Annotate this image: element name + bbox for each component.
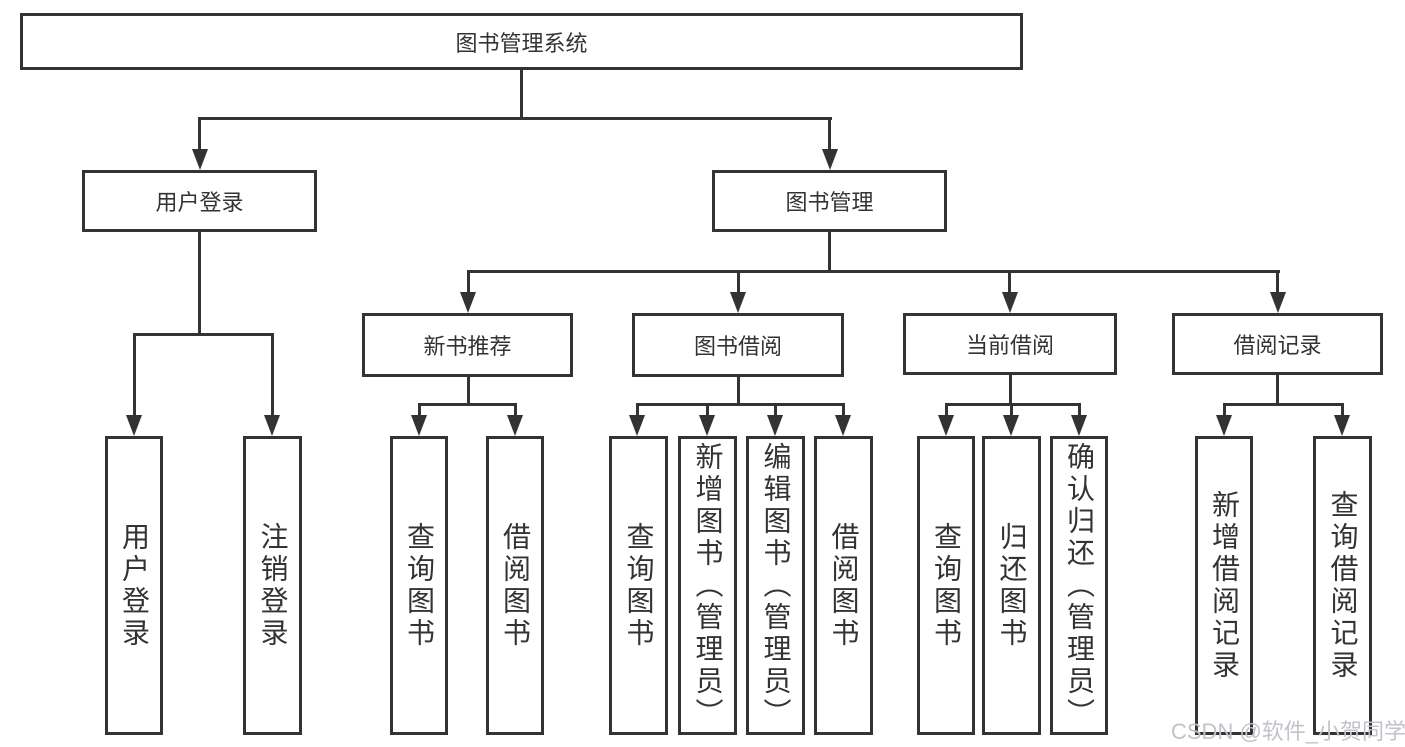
connector-line (133, 333, 274, 336)
node-label: 查询借阅记录 (1327, 489, 1359, 682)
node-label: 新书推荐 (423, 334, 512, 359)
node-leaf-borrow-books-1: 借阅图书 (486, 436, 544, 735)
node-leaf-user-login: 用户登录 (105, 436, 163, 735)
connector-line (418, 403, 517, 406)
node-label: 图书借阅 (693, 334, 782, 359)
node-leaf-add-books: 新增图书（管理员） (678, 436, 737, 735)
node-label: 借阅图书 (828, 521, 860, 650)
arrowhead-down-icon (699, 415, 715, 436)
node-label: 图书管理 (785, 190, 874, 215)
node-label: 查询图书 (623, 521, 655, 650)
connector-line (520, 70, 523, 117)
node-leaf-logout: 注销登录 (243, 436, 302, 735)
node-label: 确认归还（管理员） (1064, 441, 1095, 730)
node-leaf-query-books-1: 查询图书 (390, 436, 448, 735)
node-borrowing-records: 借阅记录 (1172, 313, 1383, 375)
connector-line (1276, 375, 1279, 405)
connector-line (945, 403, 948, 425)
csdn-watermark: CSDN @软件_小贺同学 (1171, 719, 1405, 744)
node-label: 借阅图书 (500, 521, 531, 650)
arrowhead-down-icon (460, 292, 476, 313)
arrowhead-down-icon (1003, 415, 1019, 436)
connector-line (774, 403, 777, 425)
arrowhead-down-icon (822, 149, 838, 170)
node-leaf-borrow-books-2: 借阅图书 (814, 436, 873, 735)
connector-line (198, 117, 832, 120)
node-leaf-confirm-return: 确认归还（管理员） (1050, 436, 1108, 735)
node-new-book-recommend: 新书推荐 (362, 313, 573, 377)
node-label: 新增图书（管理员） (692, 441, 724, 730)
connector-line (842, 403, 845, 425)
node-label: 当前借阅 (965, 333, 1054, 358)
node-leaf-return-books: 归还图书 (982, 436, 1041, 735)
node-label: 用户登录 (119, 521, 150, 650)
arrowhead-down-icon (767, 415, 783, 436)
node-label: 编辑图书（管理员） (760, 441, 792, 730)
arrowhead-down-icon (1216, 415, 1232, 436)
node-label: 归还图书 (996, 521, 1028, 650)
connector-line (636, 403, 844, 406)
node-current-borrowing: 当前借阅 (903, 313, 1117, 375)
connector-line (271, 333, 274, 423)
connector-line (1008, 270, 1011, 300)
arrowhead-down-icon (507, 415, 523, 436)
node-label: 新增借阅记录 (1209, 489, 1240, 682)
connector-line (737, 270, 740, 300)
arrowhead-down-icon (1071, 415, 1087, 436)
connector-line (198, 232, 201, 335)
connector-line (467, 270, 470, 300)
connector-line (1010, 403, 1013, 425)
connector-line (1223, 403, 1344, 406)
node-label: 借阅记录 (1233, 333, 1322, 358)
connector-line (198, 117, 201, 157)
connector-line (1341, 403, 1344, 425)
node-leaf-query-books-3: 查询图书 (917, 436, 975, 735)
connector-line (467, 270, 1280, 273)
node-label: 图书管理系统 (455, 30, 588, 56)
connector-line (1223, 403, 1226, 425)
connector-line (418, 403, 421, 425)
arrowhead-down-icon (411, 415, 427, 436)
connector-line (737, 377, 740, 405)
node-book-borrowing: 图书借阅 (632, 313, 844, 377)
connector-line (514, 403, 517, 425)
node-label: 用户登录 (155, 190, 244, 215)
connector-line (1009, 375, 1012, 405)
connector-line (1276, 270, 1279, 300)
connector-line (1078, 403, 1081, 425)
node-user-login: 用户登录 (82, 170, 317, 232)
connector-line (828, 232, 831, 272)
node-label: 注销登录 (257, 521, 289, 650)
connector-line (133, 333, 136, 423)
arrowhead-down-icon (1270, 292, 1286, 313)
arrowhead-down-icon (264, 415, 280, 436)
arrowhead-down-icon (938, 415, 954, 436)
arrowhead-down-icon (192, 149, 208, 170)
node-leaf-add-borrow-record: 新增借阅记录 (1195, 436, 1253, 735)
node-book-management: 图书管理 (712, 170, 947, 232)
node-root: 图书管理系统 (20, 13, 1023, 70)
node-leaf-query-borrow-record: 查询借阅记录 (1313, 436, 1372, 735)
node-label: 查询图书 (931, 521, 962, 650)
arrowhead-down-icon (126, 415, 142, 436)
arrowhead-down-icon (730, 292, 746, 313)
connector-line (828, 117, 831, 157)
node-leaf-edit-books: 编辑图书（管理员） (746, 436, 805, 735)
connector-line (636, 403, 639, 425)
connector-line (706, 403, 709, 425)
arrowhead-down-icon (835, 415, 851, 436)
arrowhead-down-icon (629, 415, 645, 436)
arrowhead-down-icon (1002, 292, 1018, 313)
node-leaf-query-books-2: 查询图书 (609, 436, 668, 735)
arrowhead-down-icon (1334, 415, 1350, 436)
connector-line (467, 377, 470, 405)
node-label: 查询图书 (404, 521, 435, 650)
